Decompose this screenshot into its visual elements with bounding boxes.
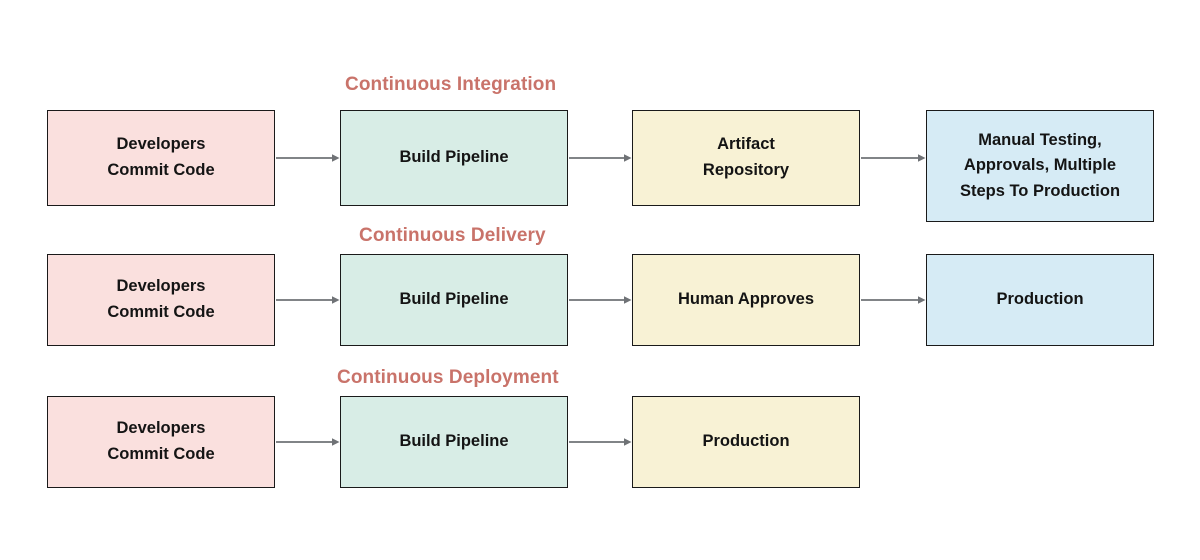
node-label-line: Commit Code bbox=[107, 161, 215, 179]
flow-arrow bbox=[275, 152, 340, 164]
node-label-line: Approvals, Multiple bbox=[963, 156, 1117, 175]
node-label-line: Developers bbox=[116, 277, 206, 296]
node-box: Build Pipeline bbox=[340, 396, 568, 488]
node-label: Human Approves bbox=[641, 287, 851, 313]
flow-arrow bbox=[275, 436, 340, 448]
node-label-line: Manual Testing, bbox=[978, 130, 1102, 149]
node-label: Production bbox=[641, 429, 851, 455]
node-label-line: Production bbox=[702, 432, 790, 451]
flow-arrow bbox=[860, 152, 926, 164]
node-label-line: Build Pipeline bbox=[399, 148, 509, 167]
node-label-line: Developers bbox=[116, 419, 206, 438]
node-label: Build Pipeline bbox=[349, 429, 559, 455]
node-box: Production bbox=[926, 254, 1154, 346]
flow-arrow bbox=[860, 294, 926, 306]
node-label: Production bbox=[935, 287, 1145, 313]
flow-arrow bbox=[275, 294, 340, 306]
node-label-line: Human Approves bbox=[678, 290, 814, 309]
node-box: Build Pipeline bbox=[340, 110, 568, 206]
node-box: Human Approves bbox=[632, 254, 860, 346]
flow-arrow bbox=[568, 436, 632, 448]
node-label-line: Production bbox=[996, 290, 1084, 309]
row-title: Continuous Deployment bbox=[337, 367, 559, 388]
node-label-line: Commit Code bbox=[107, 303, 215, 321]
node-label: Build Pipeline bbox=[349, 145, 559, 171]
row-title: Continuous Integration bbox=[345, 74, 557, 95]
node-label-line: Artifact bbox=[717, 135, 775, 154]
node-label-line: Developers bbox=[116, 135, 206, 154]
row-title: Continuous Delivery bbox=[359, 225, 546, 246]
node-label-line: Commit Code bbox=[107, 445, 215, 463]
node-label-line: Build Pipeline bbox=[399, 432, 509, 451]
node-label-line: Repository bbox=[702, 161, 790, 179]
node-label: Build Pipeline bbox=[349, 287, 559, 313]
node-label-line: Build Pipeline bbox=[399, 290, 509, 309]
node-box: Build Pipeline bbox=[340, 254, 568, 346]
flow-arrow bbox=[568, 152, 632, 164]
flow-arrow bbox=[568, 294, 632, 306]
node-label-line: Steps To Production bbox=[959, 181, 1121, 200]
node-box: Production bbox=[632, 396, 860, 488]
